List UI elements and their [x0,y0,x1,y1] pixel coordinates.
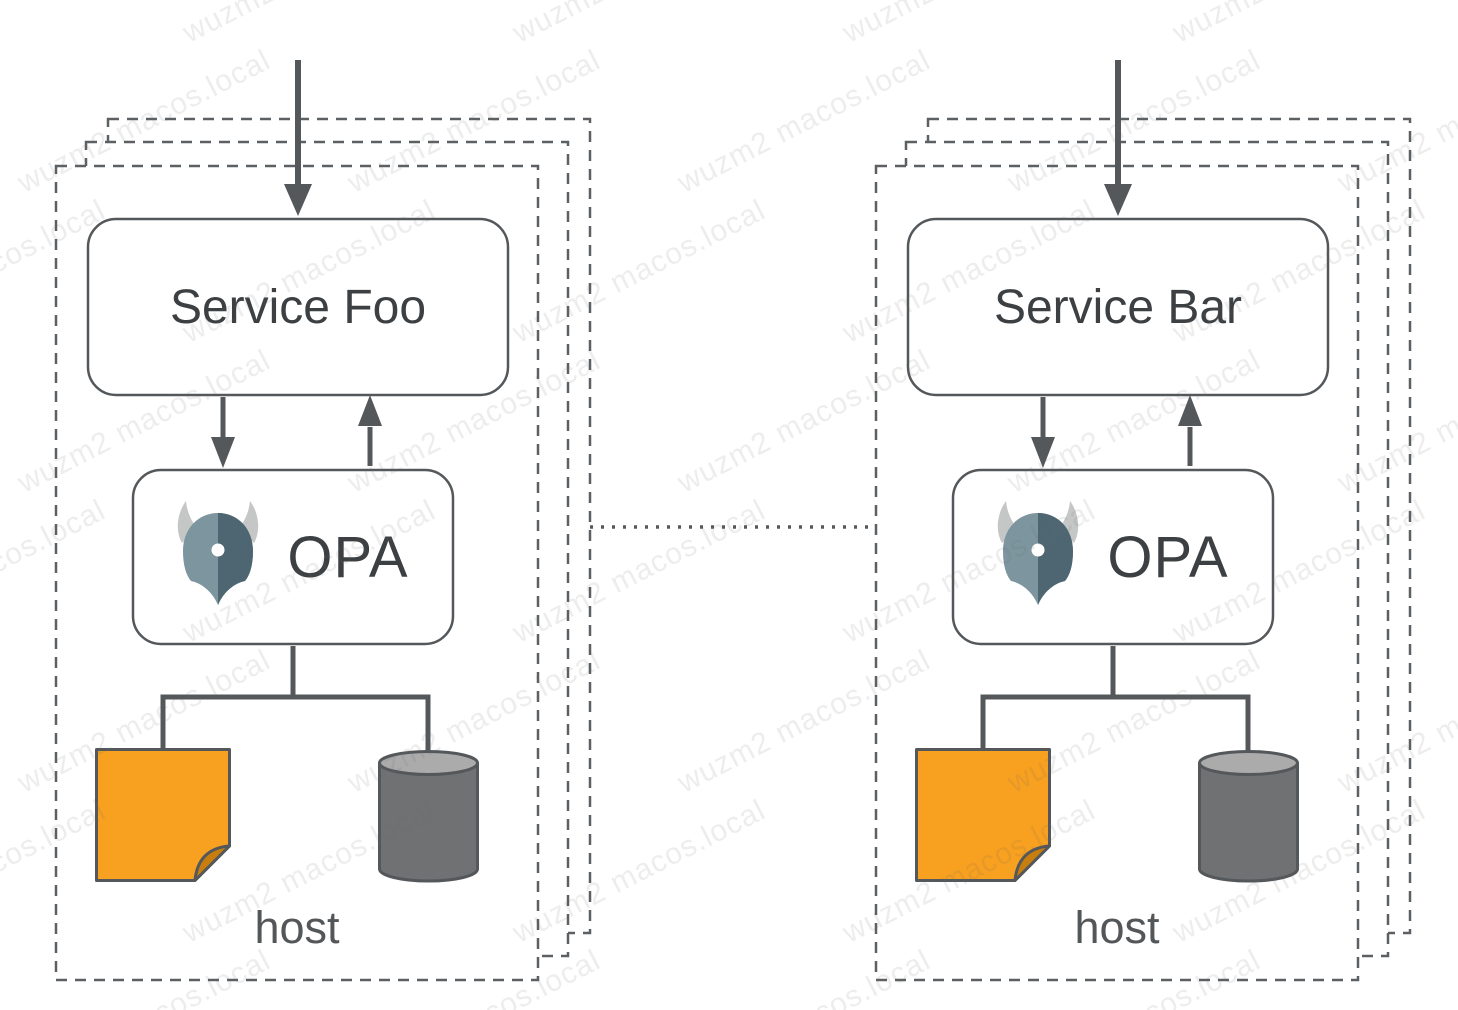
arrowhead-down-icon [1104,184,1132,216]
opa-box-left [131,468,455,646]
arrowhead-down-icon [284,184,312,216]
policy-document-icon [95,748,231,882]
service-to-opa-arrow [211,397,235,468]
host-group-right [874,60,1412,982]
policy-document-icon [915,748,1051,882]
arrowhead-up-icon [358,395,382,426]
service-to-opa-arrow [1031,397,1055,468]
arrowhead-down-icon [211,437,235,468]
service-bar-box [906,217,1330,397]
opa-helmet-icon [177,501,259,605]
arrowhead-up-icon [1178,395,1202,426]
database-icon [378,750,479,883]
opa-helmet-icon [997,501,1079,605]
host-group-left [54,60,592,982]
arrowhead-down-icon [1031,437,1055,468]
incoming-request-arrow [1104,60,1132,216]
opa-stores-connector [160,646,431,752]
service-foo-box [86,217,510,397]
opa-to-service-arrow [1178,395,1202,466]
incoming-request-arrow [284,60,312,216]
database-icon [1198,750,1299,883]
opa-to-service-arrow [358,395,382,466]
opa-stores-connector [980,646,1251,752]
opa-box-right [951,468,1275,646]
